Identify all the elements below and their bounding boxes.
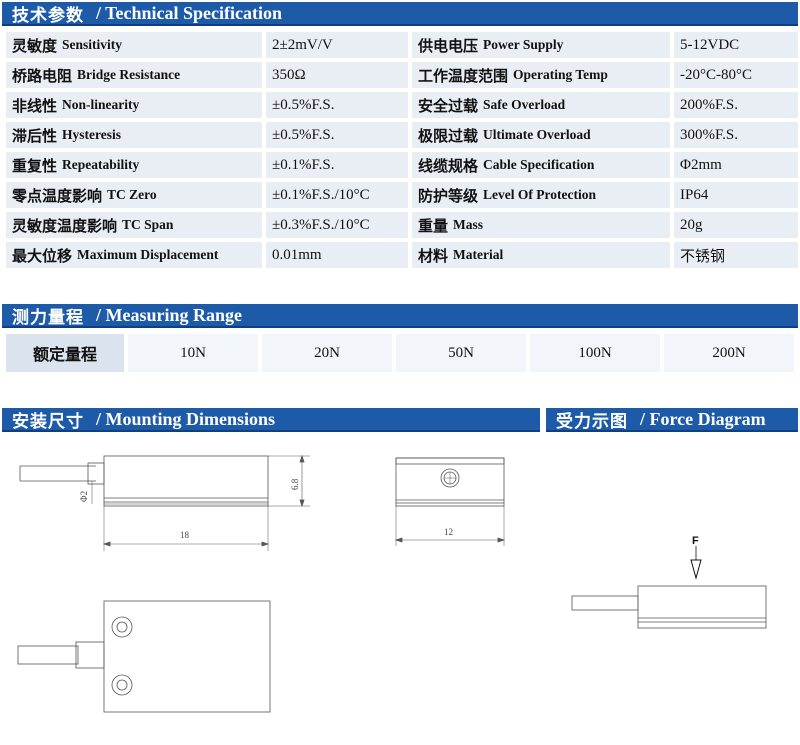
spec-label-zh: 重复性 — [12, 156, 58, 175]
range-title-zh: 测力量程 — [12, 307, 84, 328]
spec-label-r: 重量 Mass — [412, 212, 670, 238]
spec-label-en: Sensitivity — [62, 37, 123, 52]
spec-label-r: 线缆规格 Cable Specification — [412, 152, 670, 178]
range-title-en: / Measuring Range — [96, 304, 242, 325]
spec-label-r: 工作温度范围 Operating Temp — [412, 62, 670, 88]
spec-value-l: 0.01mm — [266, 242, 408, 268]
dim-width-label: 12 — [444, 527, 453, 537]
spec-value-r: 20g — [674, 212, 798, 238]
spec-label-l: 桥路电阻 Bridge Resistance — [6, 62, 262, 88]
spec-label-r: 材料 Material — [412, 242, 670, 268]
spec-value-r: 不锈钢 — [674, 242, 798, 268]
mount-title-zh: 安装尺寸 — [12, 411, 84, 432]
spec-label-zh: 材料 — [418, 246, 449, 265]
spec-label-en: Ultimate Overload — [483, 127, 591, 142]
spec-label-en: Operating Temp — [513, 67, 608, 82]
dim-height-label: 6.8 — [290, 478, 300, 490]
spec-label-zh: 安全过载 — [418, 96, 479, 115]
spec-value-r: IP64 — [674, 182, 798, 208]
dim-length-label: 18 — [180, 530, 190, 540]
spec-label-zh: 桥路电阻 — [12, 66, 73, 85]
force-title-en: / Force Diagram — [640, 408, 766, 429]
spec-label-en: Cable Specification — [483, 157, 595, 172]
spec-label-zh: 非线性 — [12, 96, 58, 115]
range-label: 额定量程 — [6, 334, 124, 372]
spec-value-l: ±0.5%F.S. — [266, 122, 408, 148]
spec-label-en: Hysteresis — [62, 127, 122, 142]
spec-section-header: 技术参数 / Technical Specification — [2, 2, 798, 26]
spec-label-en: Non-linearity — [62, 97, 140, 112]
spec-label-en: Level Of Protection — [483, 187, 596, 202]
spec-label-r: 极限过载 Ultimate Overload — [412, 122, 670, 148]
spec-table: 灵敏度 Sensitivity 2±2mV/V 供电电压 Power Supply 5-1… — [6, 32, 798, 268]
spec-value-l: 2±2mV/V — [266, 32, 408, 58]
range-section-header: 测力量程 / Measuring Range — [2, 304, 798, 328]
spec-value-l: ±0.3%F.S./10°C — [266, 212, 408, 238]
range-table: 额定量程 10N 20N 50N 100N 200N — [6, 334, 794, 372]
spec-label-l: 零点温度影响 TC Zero — [6, 182, 262, 208]
spec-label-en: TC Zero — [107, 187, 157, 202]
spec-label-zh: 零点温度影响 — [12, 186, 103, 205]
spec-label-r: 供电电压 Power Supply — [412, 32, 670, 58]
range-value: 100N — [530, 334, 660, 372]
spec-label-zh: 滞后性 — [12, 126, 58, 145]
spec-title-zh: 技术参数 — [12, 5, 84, 26]
end-view-drawing — [394, 457, 506, 546]
spec-label-r: 安全过载 Safe Overload — [412, 92, 670, 118]
technical-drawing: 18 12 6.8 Φ2 F — [17, 454, 767, 713]
spec-title-en: / Technical Specification — [96, 2, 283, 23]
spec-label-en: Power Supply — [483, 37, 564, 52]
spec-value-r: Φ2mm — [674, 152, 798, 178]
mount-title-en: / Mounting Dimensions — [96, 408, 276, 429]
range-value: 50N — [396, 334, 526, 372]
spec-label-zh: 供电电压 — [418, 36, 479, 55]
mount-section-header: 安装尺寸 / Mounting Dimensions — [2, 408, 540, 432]
spec-label-en: Maximum Displacement — [77, 247, 219, 262]
force-section-header: 受力示图 / Force Diagram — [546, 408, 798, 432]
spec-value-r: 5-12VDC — [674, 32, 798, 58]
spec-value-l: ±0.1%F.S. — [266, 152, 408, 178]
spec-label-zh: 最大位移 — [12, 246, 73, 265]
spec-label-l: 滞后性 Hysteresis — [6, 122, 262, 148]
spec-value-r: 200%F.S. — [674, 92, 798, 118]
spec-label-zh: 工作温度范围 — [418, 66, 509, 85]
spec-value-l: ±0.5%F.S. — [266, 92, 408, 118]
spec-label-l: 灵敏度 Sensitivity — [6, 32, 262, 58]
spec-value-l: ±0.1%F.S./10°C — [266, 182, 408, 208]
spec-label-en: TC Span — [122, 217, 174, 232]
spec-label-zh: 线缆规格 — [418, 156, 479, 175]
spec-value-r: -20°C-80°C — [674, 62, 798, 88]
spec-label-zh: 极限过载 — [418, 126, 479, 145]
spec-label-zh: 灵敏度 — [12, 36, 58, 55]
spec-label-l: 最大位移 Maximum Displacement — [6, 242, 262, 268]
spec-label-l: 灵敏度温度影响 TC Span — [6, 212, 262, 238]
spec-label-l: 重复性 Repeatability — [6, 152, 262, 178]
spec-label-en: Repeatability — [62, 157, 140, 172]
side-view-drawing — [19, 454, 310, 551]
spec-label-en: Bridge Resistance — [77, 67, 181, 82]
dim-cable-dia-label: Φ2 — [79, 491, 89, 502]
spec-label-zh: 防护等级 — [418, 186, 479, 205]
spec-value-r: 300%F.S. — [674, 122, 798, 148]
force-title-zh: 受力示图 — [556, 411, 628, 432]
spec-label-r: 防护等级 Level Of Protection — [412, 182, 670, 208]
range-value: 10N — [128, 334, 258, 372]
spec-label-en: Material — [453, 247, 504, 262]
top-view-drawing — [17, 600, 271, 713]
range-value: 200N — [664, 334, 794, 372]
spec-value-l: 350Ω — [266, 62, 408, 88]
force-label: F — [692, 535, 699, 547]
spec-label-zh: 灵敏度温度影响 — [12, 216, 118, 235]
range-value: 20N — [262, 334, 392, 372]
spec-label-l: 非线性 Non-linearity — [6, 92, 262, 118]
spec-label-zh: 重量 — [418, 216, 449, 235]
spec-label-en: Safe Overload — [483, 97, 566, 112]
spec-label-en: Mass — [453, 217, 484, 232]
force-diagram-drawing — [571, 546, 767, 629]
